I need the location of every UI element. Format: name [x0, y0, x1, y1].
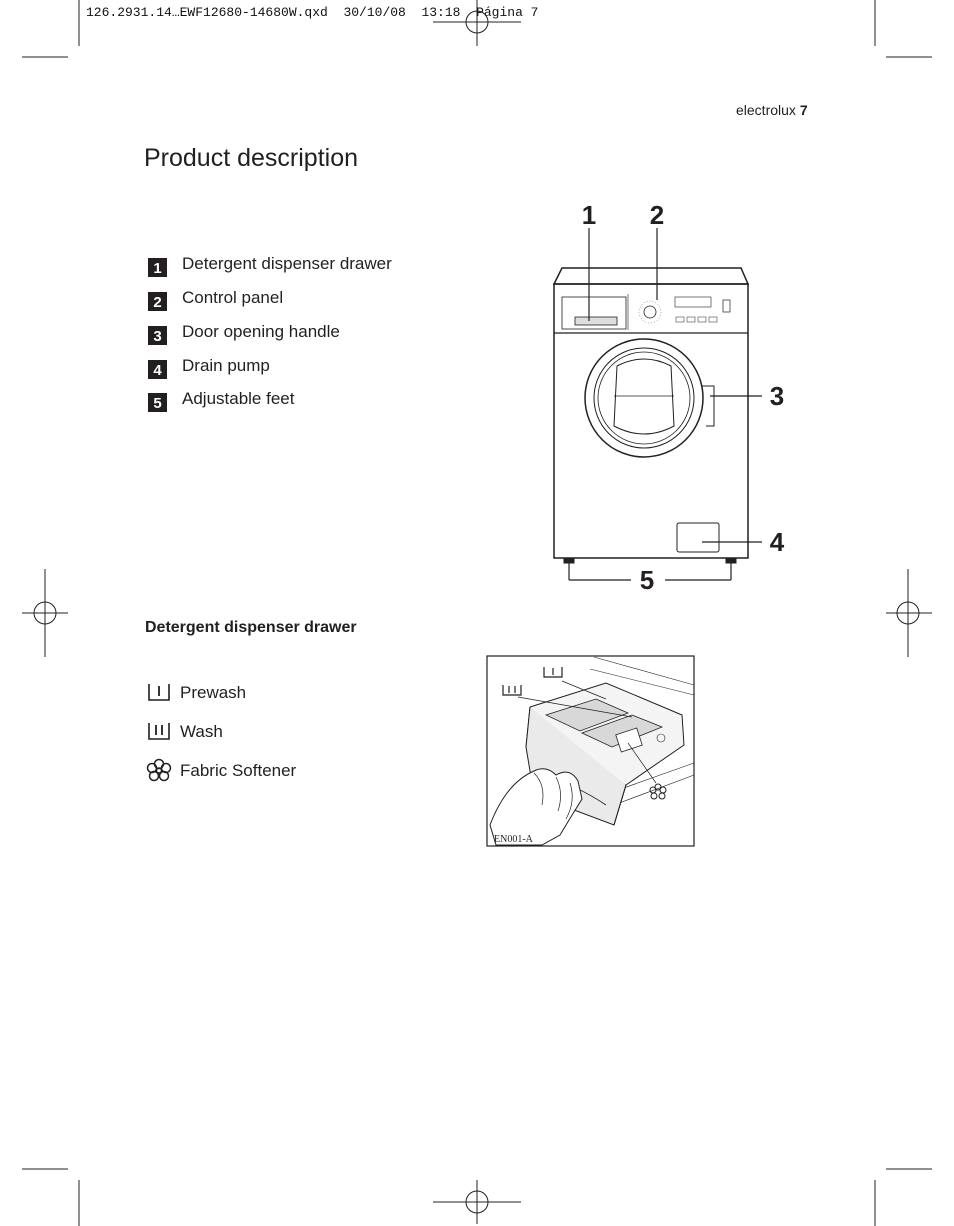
- legend-label: Prewash: [180, 683, 247, 702]
- dispenser-drawer-figure: EN001-A: [486, 655, 695, 847]
- component-number-badge: 2: [148, 292, 167, 311]
- component-number-badge: 4: [148, 360, 167, 379]
- component-item-1: 1 Detergent dispenser drawer: [148, 254, 468, 278]
- component-label: Control panel: [182, 288, 284, 307]
- wash-icon: [148, 723, 170, 740]
- callout-2: 2: [650, 200, 664, 230]
- brand-name: electrolux: [736, 102, 796, 118]
- page-title: Product description: [144, 144, 359, 172]
- fabric-softener-icon: [146, 758, 172, 782]
- component-label: Detergent dispenser drawer: [182, 254, 392, 273]
- section-heading: Detergent dispenser drawer: [145, 619, 357, 636]
- component-item-2: 2 Control panel: [148, 288, 468, 312]
- washing-machine-figure: 1 2 3 4 5: [552, 200, 785, 595]
- running-header: electrolux 7: [736, 102, 808, 118]
- component-item-3: 3 Door opening handle: [148, 322, 468, 346]
- figure-code: EN001-A: [494, 834, 534, 845]
- component-number-badge: 1: [148, 258, 167, 277]
- legend-item-fabric-softener: Fabric Softener: [145, 758, 405, 784]
- callout-1: 1: [582, 200, 596, 230]
- component-item-4: 4 Drain pump: [148, 356, 468, 380]
- component-number-badge: 3: [148, 326, 167, 345]
- component-label: Drain pump: [182, 356, 270, 375]
- legend-item-prewash: Prewash: [145, 680, 405, 706]
- legend-label: Wash: [180, 722, 223, 741]
- callout-3: 3: [770, 381, 784, 411]
- file-slug: 126.2931.14…EWF12680-14680W.qxd 30/10/08…: [86, 5, 539, 20]
- component-label: Door opening handle: [182, 322, 340, 341]
- component-number-badge: 5: [148, 393, 167, 412]
- callout-4: 4: [770, 527, 785, 557]
- prewash-icon: [148, 684, 170, 701]
- component-label: Adjustable feet: [182, 389, 295, 408]
- legend-item-wash: Wash: [145, 719, 405, 745]
- legend-label: Fabric Softener: [180, 761, 297, 780]
- page-number: 7: [799, 102, 808, 118]
- callout-5: 5: [640, 565, 654, 595]
- component-item-5: 5 Adjustable feet: [148, 389, 468, 413]
